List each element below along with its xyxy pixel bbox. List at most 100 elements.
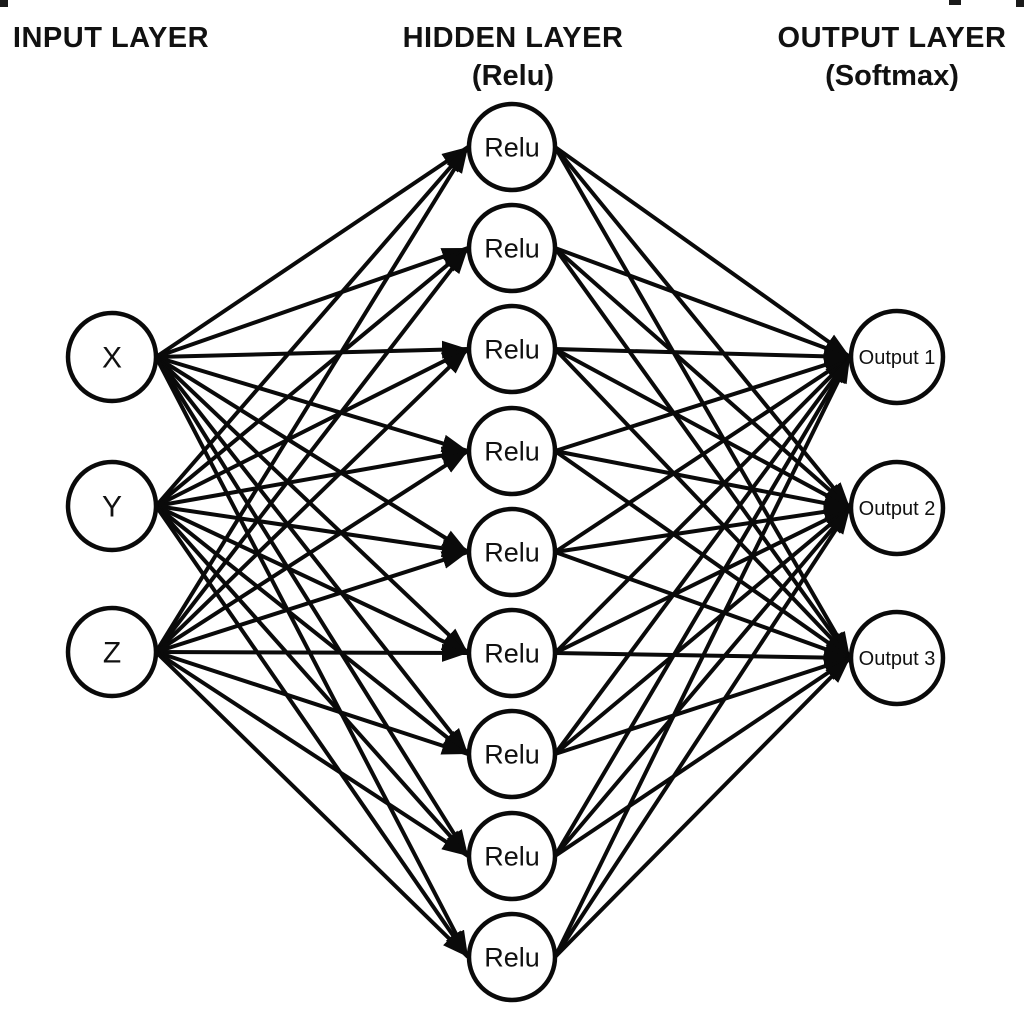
connection-hidden8-to-output1 (553, 355, 852, 858)
output-layer-header: OUTPUT LAYER (Softmax) (778, 24, 1007, 91)
hidden-node-8: Relu (466, 810, 558, 902)
connection-hidden9-to-output1 (553, 356, 852, 958)
connection-input1-to-hidden2 (155, 246, 469, 359)
top-edge-artifact (949, 0, 961, 5)
hidden-node-circle (466, 506, 558, 598)
input-node-2: Y (65, 459, 159, 553)
connection-input3-to-hidden3 (154, 347, 470, 654)
connection-input3-to-hidden8 (154, 650, 470, 858)
input-node-circle (65, 310, 159, 404)
hidden-node-circle (466, 202, 558, 294)
connection-input1-to-hidden9 (154, 356, 470, 958)
hidden-node-label: Relu (484, 537, 540, 567)
connection-hidden7-to-output2 (553, 506, 852, 756)
connection-input2-to-hidden7 (154, 504, 470, 756)
hidden-node-5: Relu (466, 506, 558, 598)
input-node-label: Y (102, 491, 122, 524)
connection-input3-to-hidden9 (154, 650, 470, 959)
hidden-node-circle (466, 810, 558, 902)
input-node-1: X (65, 310, 159, 404)
hidden-node-9: Relu (466, 911, 558, 1003)
output-node-circle (848, 609, 946, 707)
connection-input1-to-hidden8 (154, 355, 470, 858)
input-layer-title: INPUT LAYER (12, 22, 210, 54)
connection-hidden2-to-output1 (554, 246, 851, 359)
connection-hidden4-to-output2 (554, 449, 851, 512)
output-node-3: Output 3 (848, 609, 946, 707)
hidden-node-6: Relu (466, 607, 558, 699)
connection-hidden2-to-output2 (553, 246, 852, 510)
hidden-layer-header: HIDDEN LAYER (Relu) (403, 24, 624, 91)
output-node-circle (848, 459, 946, 557)
connection-input2-to-hidden2 (154, 246, 470, 508)
connection-input1-to-hidden7 (154, 355, 470, 756)
hidden-node-circle (466, 101, 558, 193)
connection-hidden9-to-output2 (553, 506, 852, 959)
input-node-label: Z (103, 637, 121, 670)
top-edge-artifact (0, 0, 8, 7)
connection-input2-to-hidden9 (154, 504, 470, 959)
output-layer-title: OUTPUT LAYER (777, 22, 1007, 54)
connection-hidden6-to-output2 (554, 506, 851, 655)
hidden-node-label: Relu (484, 942, 540, 972)
connection-input3-to-hidden5 (155, 550, 469, 654)
hidden-node-circle (466, 405, 558, 497)
hidden-node-label: Relu (484, 841, 540, 871)
connection-hidden7-to-output1 (553, 355, 852, 756)
connection-hidden1-to-output2 (553, 145, 852, 510)
hidden-node-label: Relu (484, 436, 540, 466)
hidden-node-label: Relu (484, 638, 540, 668)
hidden-node-4: Relu (466, 405, 558, 497)
top-edge-artifact (1016, 0, 1024, 7)
hidden-node-label: Relu (484, 233, 540, 263)
connection-hidden3-to-output2 (554, 347, 851, 510)
hidden-node-label: Relu (484, 334, 540, 364)
hidden-node-circle (466, 303, 558, 395)
connection-hidden8-to-output3 (553, 656, 852, 858)
connection-hidden4-to-output1 (554, 355, 851, 453)
connection-input2-to-hidden5 (155, 504, 469, 558)
connection-input2-to-hidden4 (155, 446, 469, 508)
connection-hidden7-to-output3 (554, 656, 851, 756)
connection-hidden3-to-output1 (554, 347, 851, 366)
input-node-circle (65, 605, 159, 699)
connection-input3-to-hidden6 (155, 643, 469, 662)
input-layer-header: INPUT LAYER (13, 24, 209, 53)
connection-input1-to-hidden4 (155, 355, 469, 453)
connection-input3-to-hidden7 (155, 650, 469, 756)
connection-hidden6-to-output1 (553, 355, 852, 655)
output-node-2: Output 2 (848, 459, 946, 557)
connection-hidden8-to-output2 (553, 506, 852, 858)
output-node-label: Output 1 (859, 347, 936, 369)
connection-input1-to-hidden5 (154, 355, 470, 554)
hidden-node-circle (466, 911, 558, 1003)
output-layer-subtitle: (Softmax) (825, 60, 959, 92)
connection-hidden9-to-output3 (553, 656, 852, 959)
connection-input3-to-hidden1 (154, 145, 470, 654)
connection-hidden5-to-output2 (554, 502, 851, 554)
output-node-circle (848, 308, 946, 406)
output-node-1: Output 1 (848, 308, 946, 406)
hidden-layer-title: HIDDEN LAYER (402, 22, 624, 54)
hidden-node-label: Relu (484, 739, 540, 769)
hidden-node-circle (466, 708, 558, 800)
hidden-node-3: Relu (466, 303, 558, 395)
output-node-label: Output 3 (859, 648, 936, 670)
hidden-node-1: Relu (466, 101, 558, 193)
hidden-node-label: Relu (484, 132, 540, 162)
connection-input1-to-hidden1 (154, 145, 470, 359)
connection-hidden5-to-output1 (553, 355, 852, 554)
hidden-layer-subtitle: (Relu) (471, 60, 555, 92)
connection-input2-to-hidden6 (155, 504, 469, 655)
connection-input3-to-hidden2 (154, 246, 470, 654)
connection-input1-to-hidden3 (155, 340, 469, 359)
hidden-node-7: Relu (466, 708, 558, 800)
connection-input2-to-hidden3 (155, 347, 469, 508)
input-node-circle (65, 459, 159, 553)
input-node-3: Z (65, 605, 159, 699)
hidden-node-2: Relu (466, 202, 558, 294)
input-node-label: X (102, 342, 122, 375)
connection-input2-to-hidden1 (154, 145, 470, 508)
